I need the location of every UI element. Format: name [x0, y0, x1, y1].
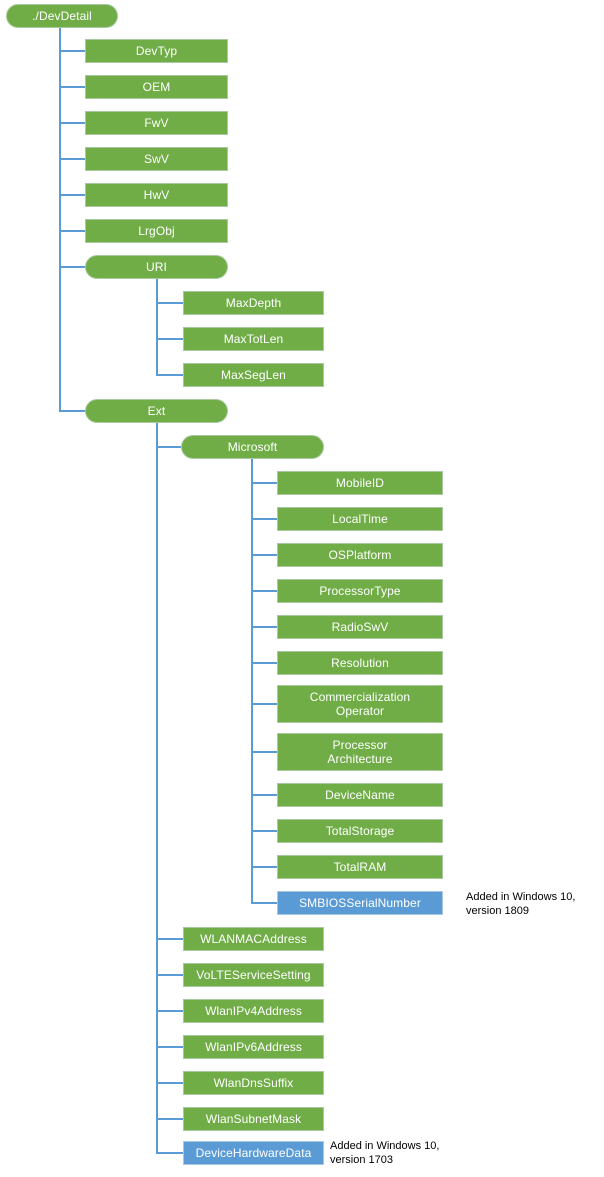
tree-node-oem[interactable]: OEM — [85, 75, 228, 99]
connector-ms-to-localtime — [251, 518, 277, 520]
connector-ms-to-processortype — [251, 590, 277, 592]
connector-root-to-devtyp — [59, 50, 85, 52]
connector-ms-to-resolution — [251, 662, 277, 664]
connector-uri-to-maxdepth — [156, 302, 183, 304]
connector-uri-to-maxtotlen — [156, 338, 183, 340]
tree-node-ext[interactable]: Ext — [85, 399, 228, 423]
connector-ms-to-commercial — [251, 703, 277, 705]
tree-node-wlansubnetmask[interactable]: WlanSubnetMask — [183, 1107, 324, 1131]
connector-ms-to-mobileid — [251, 482, 277, 484]
connector-ext-to-ipv4 — [156, 1010, 183, 1012]
tree-node-totalstorage[interactable]: TotalStorage — [277, 819, 443, 843]
connector-root-trunk — [59, 28, 61, 411]
connector-ms-to-smbios — [251, 902, 277, 904]
connector-ext-to-dnssuffix — [156, 1082, 183, 1084]
tree-node-devtyp[interactable]: DevTyp — [85, 39, 228, 63]
tree-node-swv[interactable]: SwV — [85, 147, 228, 171]
tree-node-resolution[interactable]: Resolution — [277, 651, 443, 675]
connector-ms-to-procarch — [251, 751, 277, 753]
tree-node-uri[interactable]: URI — [85, 255, 228, 279]
tree-node-hwv[interactable]: HwV — [85, 183, 228, 207]
tree-node-radioswv[interactable]: RadioSwV — [277, 615, 443, 639]
tree-node-localtime[interactable]: LocalTime — [277, 507, 443, 531]
connector-root-to-uri — [59, 266, 85, 268]
connector-ms-to-radioswv — [251, 626, 277, 628]
connector-root-to-oem — [59, 86, 85, 88]
connector-microsoft-trunk — [251, 459, 253, 903]
tree-node-devicename[interactable]: DeviceName — [277, 783, 443, 807]
connector-ext-trunk — [156, 423, 158, 1153]
tree-node-wlanipv4address[interactable]: WlanIPv4Address — [183, 999, 324, 1023]
tree-node-wlanipv6address[interactable]: WlanIPv6Address — [183, 1035, 324, 1059]
tree-node-mobileid[interactable]: MobileID — [277, 471, 443, 495]
connector-root-to-swv — [59, 158, 85, 160]
connector-ms-to-devicename — [251, 794, 277, 796]
tree-node-totalram[interactable]: TotalRAM — [277, 855, 443, 879]
tree-node-processorarch[interactable]: Processor Architecture — [277, 733, 443, 771]
connector-root-to-ext — [59, 410, 85, 412]
tree-node-voltesetting[interactable]: VoLTEServiceSetting — [183, 963, 324, 987]
connector-ms-to-totalram — [251, 866, 277, 868]
connector-ext-to-microsoft — [156, 446, 181, 448]
connector-ext-to-volte — [156, 974, 183, 976]
tree-node-wlandnssuffix[interactable]: WlanDnsSuffix — [183, 1071, 324, 1095]
tree-node-fwv[interactable]: FwV — [85, 111, 228, 135]
tree-node-maxdepth[interactable]: MaxDepth — [183, 291, 324, 315]
connector-ext-to-hardwaredata — [156, 1152, 183, 1154]
tree-node-root[interactable]: ./DevDetail — [6, 4, 118, 28]
tree-node-wlanmacaddress[interactable]: WLANMACAddress — [183, 927, 324, 951]
connector-ext-to-ipv6 — [156, 1046, 183, 1048]
connector-uri-to-maxseglen — [156, 374, 183, 376]
connector-uri-trunk — [156, 279, 158, 375]
tree-node-microsoft[interactable]: Microsoft — [181, 435, 324, 459]
tree-node-maxtotlen[interactable]: MaxTotLen — [183, 327, 324, 351]
connector-root-to-fwv — [59, 122, 85, 124]
tree-node-processortype[interactable]: ProcessorType — [277, 579, 443, 603]
tree-node-lrgobj[interactable]: LrgObj — [85, 219, 228, 243]
tree-node-smbiosserial[interactable]: SMBIOSSerialNumber — [277, 891, 443, 915]
annotation-smbios-note: Added in Windows 10, version 1809 — [466, 891, 576, 917]
connector-ext-to-wlanmac — [156, 938, 183, 940]
connector-ms-to-osplatform — [251, 554, 277, 556]
connector-ms-to-totalstorage — [251, 830, 277, 832]
connector-ext-to-subnetmask — [156, 1118, 183, 1120]
tree-node-maxseglen[interactable]: MaxSegLen — [183, 363, 324, 387]
connector-root-to-hwv — [59, 194, 85, 196]
tree-node-commercialization[interactable]: Commercialization Operator — [277, 685, 443, 723]
connector-root-to-lrgobj — [59, 230, 85, 232]
annotation-devhwd-note: Added in Windows 10, version 1703 — [330, 1140, 440, 1166]
tree-node-osplatform[interactable]: OSPlatform — [277, 543, 443, 567]
tree-node-devicehardwaredata[interactable]: DeviceHardwareData — [183, 1141, 324, 1165]
